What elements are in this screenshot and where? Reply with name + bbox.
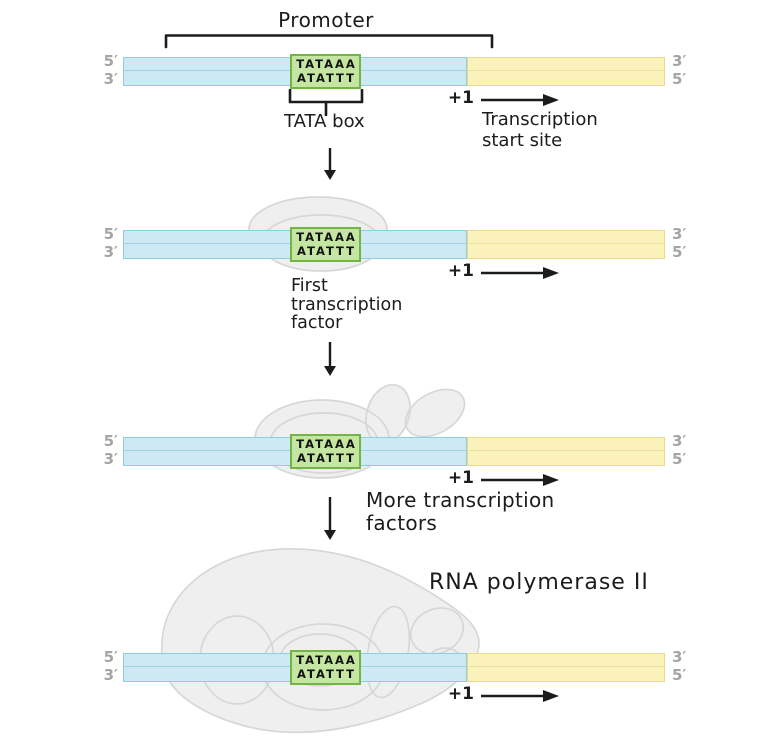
plus-one-label: +1 [447,684,474,704]
five-prime-label-left: 5′ [103,225,118,243]
tata-sequence-top: TATAAA [296,229,357,244]
three-prime-label-left: 3′ [103,666,118,684]
tata-sequence-top: TATAAA [296,56,357,71]
transcription-start-site-line1: Transcription [482,109,598,130]
three-prime-label-right: 3′ [672,432,687,450]
transcription-start-site-line2: start site [482,130,563,151]
right-arrow-icon [481,267,559,279]
down-arrow-icon [324,342,336,376]
five-prime-label-right: 5′ [672,450,687,468]
dna-downstream-region [467,230,665,259]
plus-one-label: +1 [447,468,474,488]
three-prime-label-right: 3′ [672,225,687,243]
tata-sequence-top: TATAAA [296,436,357,451]
tata-sequence-bottom: ATATTT [296,244,357,259]
five-prime-label-right: 5′ [672,70,687,88]
three-prime-label-left: 3′ [103,450,118,468]
rna-polymerase-label: RNA polymerase II [429,570,649,595]
three-prime-label-right: 3′ [672,648,687,666]
five-prime-label-left: 5′ [103,52,118,70]
more-tf-line1: More transcription [366,488,555,512]
tata-sequence-bottom: ATATTT [296,71,357,86]
down-arrow-icon [324,497,336,540]
five-prime-label-right: 5′ [672,243,687,261]
first-tf-line3: factor [291,313,343,333]
transcription-start-site-label: Transcription start site [482,109,598,151]
dna-downstream-region [467,653,665,682]
promoter-bracket [164,34,494,49]
plus-one-label: +1 [447,261,474,281]
dna-downstream-region [467,437,665,466]
more-tf-line2: factors [366,510,438,535]
first-tf-line2: transcription [291,294,403,315]
more-transcription-factors-label: More transcription factors [366,489,555,534]
tata-box: TATAAA ATATTT [290,227,361,262]
tata-box-bracket [288,89,364,116]
three-prime-label-left: 3′ [103,70,118,88]
five-prime-label-left: 5′ [103,432,118,450]
dna-downstream-region [467,57,665,86]
right-arrow-icon [481,690,559,702]
promoter-label: Promoter [278,8,374,32]
tata-sequence-bottom: ATATTT [296,451,357,466]
tata-box: TATAAA ATATTT [290,434,361,469]
three-prime-label-left: 3′ [103,243,118,261]
plus-one-label: +1 [447,88,474,108]
five-prime-label-right: 5′ [672,666,687,684]
three-prime-label-right: 3′ [672,52,687,70]
tata-box-label: TATA box [284,111,365,132]
down-arrow-icon [324,148,336,180]
tata-sequence-top: TATAAA [296,652,357,667]
five-prime-label-left: 5′ [103,648,118,666]
tata-box: TATAAA ATATTT [290,650,361,685]
tata-box: TATAAA ATATTT [290,54,361,89]
right-arrow-icon [481,474,559,486]
right-arrow-icon [481,94,559,106]
first-tf-line1: First [291,276,328,296]
first-transcription-factor-label: First transcription factor [291,277,402,333]
tata-sequence-bottom: ATATTT [296,667,357,682]
